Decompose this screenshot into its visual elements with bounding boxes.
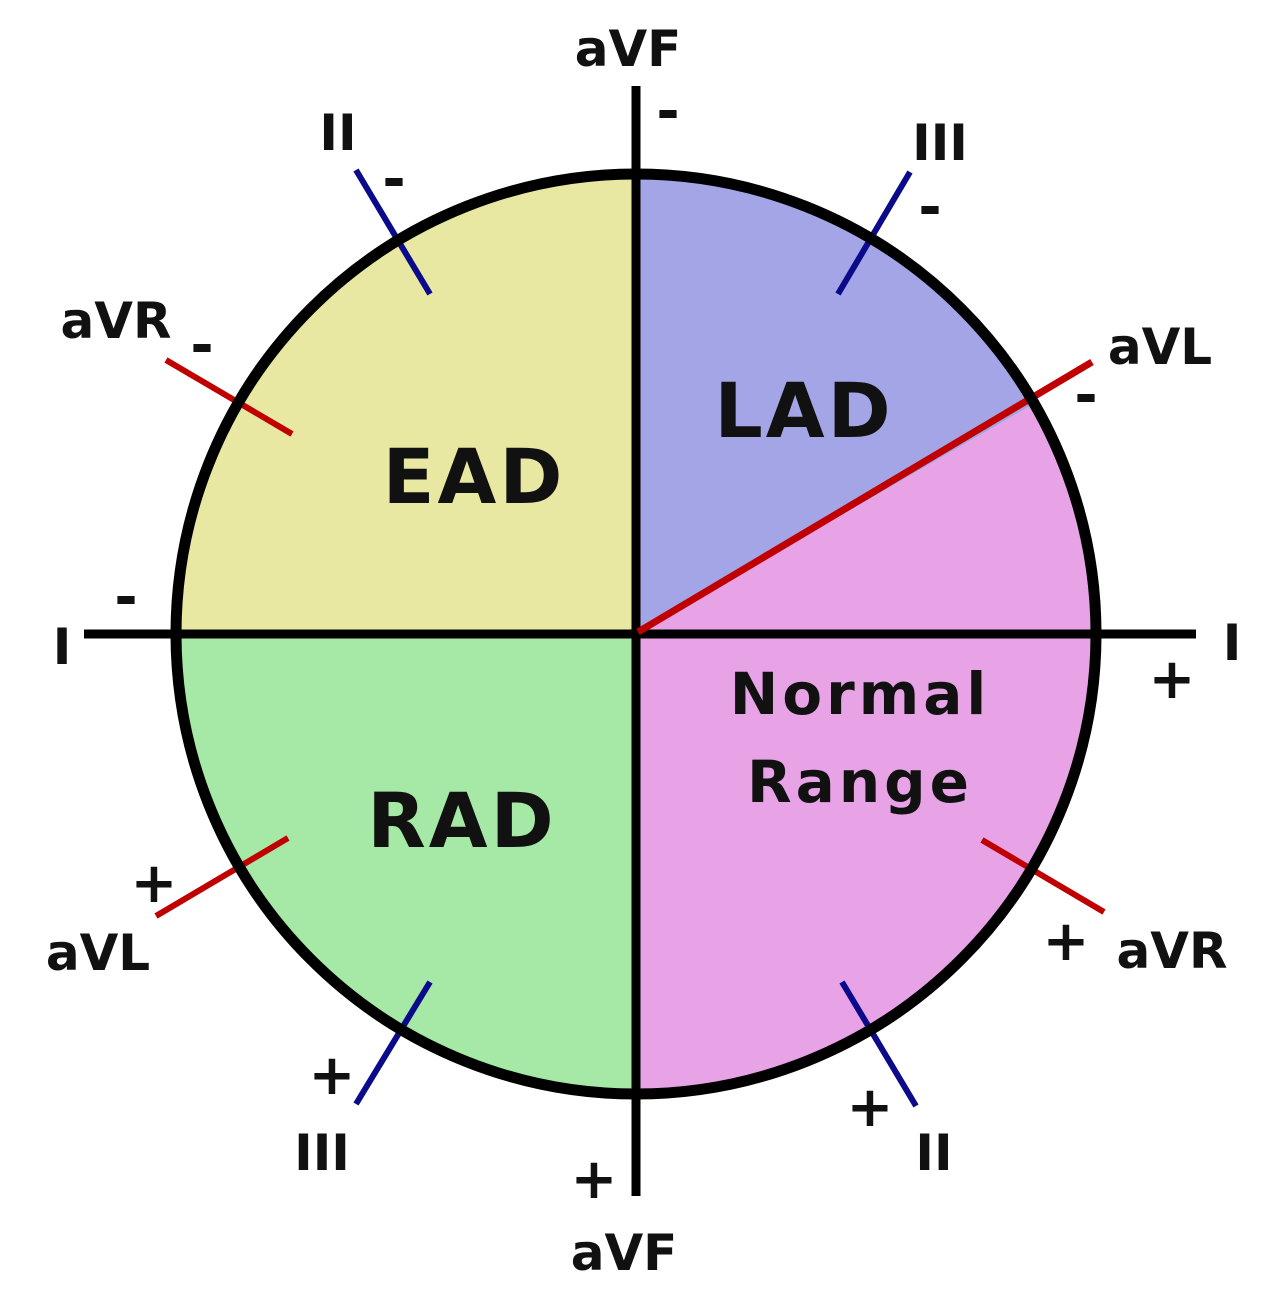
lead-avr-positive-tick <box>980 837 1106 915</box>
avr-positive-sign: + <box>1043 909 1090 974</box>
ii-bottom-label: II <box>915 1124 952 1182</box>
iii-negative-sign: - <box>918 175 941 240</box>
i-left-label: I <box>53 618 72 676</box>
rad-label: RAD <box>367 776 556 865</box>
lead-avl-positive-tick <box>154 835 290 919</box>
lead-iii-negative-tick <box>835 170 913 296</box>
i-positive-sign: + <box>1149 647 1196 712</box>
rad-region <box>176 634 636 1094</box>
ii-negative-sign: - <box>382 147 405 212</box>
iii-top-label: III <box>912 114 968 172</box>
normal-range-label-line2: Range <box>747 748 973 816</box>
normal-range-region <box>636 404 1096 1094</box>
avr-negative-sign: - <box>190 313 213 378</box>
avf-bottom-label: aVF <box>571 1224 678 1282</box>
iii-bottom-label: III <box>294 1124 350 1182</box>
avl-bottom-label: aVL <box>46 924 150 982</box>
ead-label: EAD <box>383 432 566 521</box>
hexaxial-circle <box>170 168 1102 1100</box>
iii-positive-sign: + <box>309 1043 356 1108</box>
ead-region <box>176 174 636 634</box>
lead-ii-positive-tick <box>839 980 919 1108</box>
lead-avr-negative-tick <box>164 357 294 437</box>
avf-positive-sign: + <box>571 1147 618 1212</box>
ii-top-label: II <box>319 104 356 162</box>
avl-positive-sign: + <box>131 851 178 916</box>
normal-range-label-line1: Normal <box>730 660 990 728</box>
ii-positive-sign: + <box>847 1075 894 1140</box>
avl-top-label: aVL <box>1108 318 1212 376</box>
avf-negative-sign: - <box>656 79 679 144</box>
lead-avl-axis-line <box>636 358 1094 636</box>
lead-iii-positive-tick <box>353 980 433 1106</box>
i-right-label: I <box>1223 614 1242 672</box>
i-negative-sign: - <box>114 565 137 630</box>
lead-ii-negative-tick <box>353 168 433 296</box>
avl-negative-sign: - <box>1074 363 1097 428</box>
avf-top-label: aVF <box>575 20 682 78</box>
avr-top-label: aVR <box>61 292 172 350</box>
avr-bottom-label: aVR <box>1117 922 1228 980</box>
lad-label: LAD <box>714 366 893 455</box>
